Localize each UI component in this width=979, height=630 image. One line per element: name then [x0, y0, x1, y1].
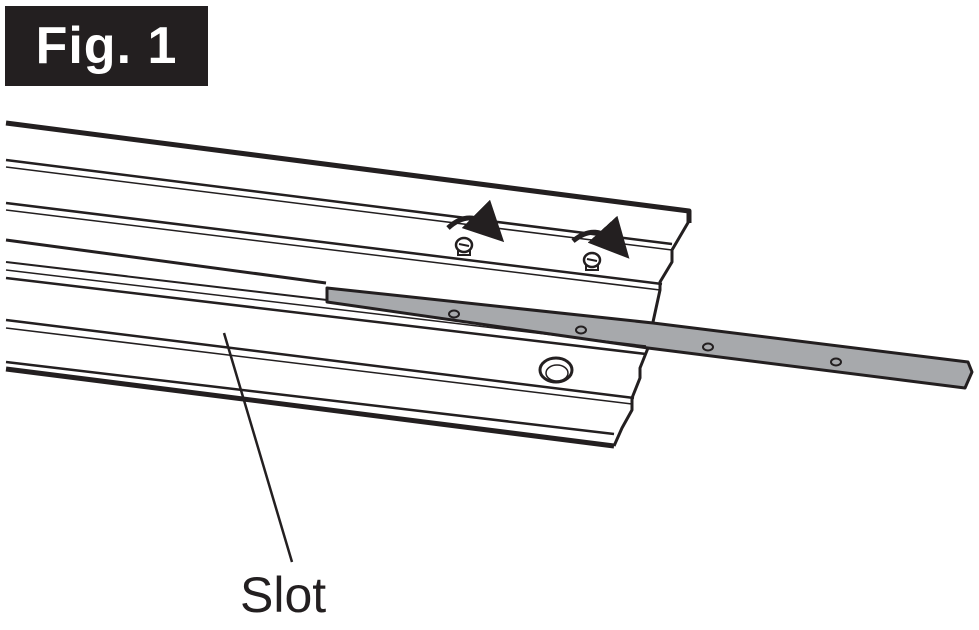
lower-rail-end-face: [612, 347, 650, 447]
upper-groove-line-2: [5, 166, 673, 251]
curved-arrow-icon: [446, 199, 505, 243]
upper-rail-top-edge: [5, 120, 692, 223]
lower-rail: [5, 261, 650, 449]
insert-strip-body: [325, 286, 974, 390]
screw-1: [454, 236, 474, 256]
upper-groove-line-4: [5, 209, 661, 291]
screw-2: [582, 251, 602, 271]
screw-slot: [586, 258, 598, 262]
strip-hole-3: [702, 342, 714, 352]
strip-hole-4: [830, 357, 842, 367]
upper-groove-line-1: [5, 158, 673, 246]
lower-rail-bottom-edge: [5, 366, 615, 449]
upper-rail: [5, 120, 692, 323]
upper-groove-line-3: [5, 201, 663, 286]
upper-rail-end-face: [651, 220, 691, 323]
lower-rail-line-5: [5, 327, 633, 405]
mounting-hole: [538, 356, 574, 384]
insert-strip: [325, 286, 974, 390]
figure-label: Fig. 1: [5, 6, 208, 86]
screw-shank: [457, 250, 471, 256]
lower-rail-line-2: [5, 269, 647, 347]
lower-rail-line-4: [5, 318, 635, 400]
strip-hole-1: [448, 309, 460, 319]
slot-callout-label: Slot: [240, 567, 327, 623]
curved-arrow-icon: [571, 215, 630, 259]
strip-hole-2: [575, 325, 587, 335]
upper-groove-line-5: [5, 238, 327, 285]
slot-leader-line: [222, 332, 294, 563]
lower-rail-line-1: [5, 261, 328, 301]
lower-rail-line-3: [5, 276, 647, 356]
screw-slot: [458, 243, 470, 247]
screw-shank: [585, 265, 599, 271]
mounting-hole-inner: [545, 364, 569, 382]
lower-rail-line-6: [5, 360, 615, 436]
